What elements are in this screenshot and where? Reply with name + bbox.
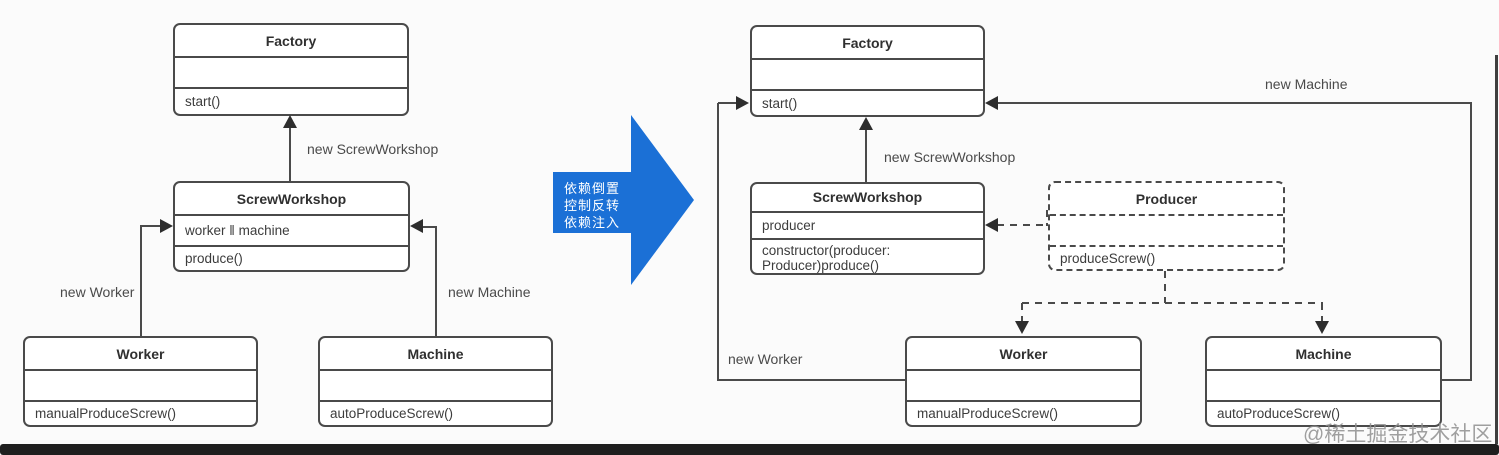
transform-label-line2: 控制反转 <box>563 198 620 213</box>
arrowhead-down-icon <box>1015 321 1029 334</box>
edge-label-new-screwworkshop: new ScrewWorkshop <box>884 149 1016 165</box>
arrowhead-up-icon <box>283 115 297 128</box>
class-title: Worker <box>907 338 1140 371</box>
edge-label-new-machine: new Machine <box>448 284 531 300</box>
class-method: produce() <box>185 251 243 266</box>
connector-worker-workshop-horizontal <box>140 225 161 227</box>
class-box-machine-left: Machine autoProduceScrew() <box>318 336 553 427</box>
arrowhead-right-icon <box>736 96 749 110</box>
class-attribute-empty <box>25 371 256 402</box>
class-box-machine-right: Machine autoProduceScrew() <box>1205 336 1442 427</box>
dependency-producer-stem <box>1164 271 1166 303</box>
connector-machine-workshop-vertical <box>435 227 437 336</box>
arrowhead-down-icon <box>1315 321 1329 334</box>
dependency-producer-worker-drop <box>1021 303 1023 322</box>
class-attribute-empty <box>1050 216 1283 247</box>
dependency-producer-crossbar <box>1022 302 1323 304</box>
class-method: autoProduceScrew() <box>330 406 454 421</box>
connector-machine-factory-bottom <box>1442 379 1472 381</box>
class-box-worker-right: Worker manualProduceScrew() <box>905 336 1142 427</box>
bottom-black-bar <box>0 444 1499 455</box>
dependency-producer-workshop-vertical <box>1046 210 1048 226</box>
class-title: Machine <box>320 338 551 371</box>
class-attribute-empty <box>320 371 551 402</box>
edge-label-new-screwworkshop: new ScrewWorkshop <box>307 141 439 157</box>
transform-arrow-text: 依赖倒置 控制反转 依赖注入 <box>553 180 631 231</box>
edge-label-new-worker: new Worker <box>60 284 135 300</box>
connector-worker-factory-bottom <box>718 379 905 381</box>
class-method: autoProduceScrew() <box>1217 406 1341 421</box>
interface-box-producer: Producer produceScrew() <box>1048 181 1285 271</box>
class-title: Machine <box>1207 338 1440 371</box>
class-attribute-empty <box>175 58 407 89</box>
transform-label-line1: 依赖倒置 <box>563 181 620 196</box>
dependency-producer-machine-drop <box>1321 303 1323 322</box>
class-title: Factory <box>175 25 407 58</box>
class-method: produceScrew() <box>1060 250 1156 266</box>
class-attribute-empty <box>752 60 983 91</box>
class-box-worker-left: Worker manualProduceScrew() <box>23 336 258 427</box>
right-edge-line <box>1495 55 1498 444</box>
arrowhead-up-icon <box>859 117 873 130</box>
class-box-factory-left: Factory start() <box>173 23 409 116</box>
edge-label-new-machine: new Machine <box>1265 76 1348 92</box>
class-title: ScrewWorkshop <box>175 183 408 216</box>
class-attribute-empty <box>907 371 1140 402</box>
connector-machine-factory-top <box>998 102 1472 104</box>
transform-arrow-head-icon <box>631 115 694 285</box>
arrowhead-left-icon <box>985 96 998 110</box>
arrowhead-right-icon <box>160 219 173 233</box>
connector-machine-workshop-horizontal <box>423 226 437 228</box>
class-title: ScrewWorkshop <box>752 184 983 213</box>
class-method: manualProduceScrew() <box>917 406 1059 421</box>
connector-worker-factory-vertical <box>717 103 719 381</box>
connector-worker-factory-top <box>718 102 737 104</box>
class-method: start() <box>185 94 221 109</box>
class-attribute: producer <box>752 213 983 240</box>
connector-worker-workshop-vertical <box>140 226 142 336</box>
class-title: Producer <box>1050 183 1283 216</box>
class-box-factory-right: Factory start() <box>750 25 985 117</box>
class-title: Worker <box>25 338 256 371</box>
connector-machine-factory-vertical <box>1470 103 1472 381</box>
class-title: Factory <box>752 27 983 60</box>
class-box-screwworkshop-right: ScrewWorkshop producer constructor(produ… <box>750 182 985 275</box>
class-attribute-empty <box>1207 371 1440 402</box>
class-method: manualProduceScrew() <box>35 406 177 421</box>
watermark-juejin: @稀土掘金技术社区 <box>1303 423 1493 446</box>
class-attribute: worker ‖ machine <box>175 216 408 247</box>
connector-workshop-factory-right <box>865 129 867 182</box>
arrowhead-left-icon <box>985 218 998 232</box>
connector-workshop-factory-left <box>289 127 291 181</box>
transform-arrow-shaft <box>553 172 631 233</box>
class-box-screwworkshop-left: ScrewWorkshop worker ‖ machine produce() <box>173 181 410 272</box>
dependency-producer-workshop-horizontal <box>997 224 1048 226</box>
edge-label-new-worker: new Worker <box>728 351 803 367</box>
class-method: start() <box>762 95 798 111</box>
class-method: constructor(producer: Producer)produce() <box>762 243 891 273</box>
arrowhead-left-icon <box>410 219 423 233</box>
transform-label-line3: 依赖注入 <box>563 215 620 230</box>
